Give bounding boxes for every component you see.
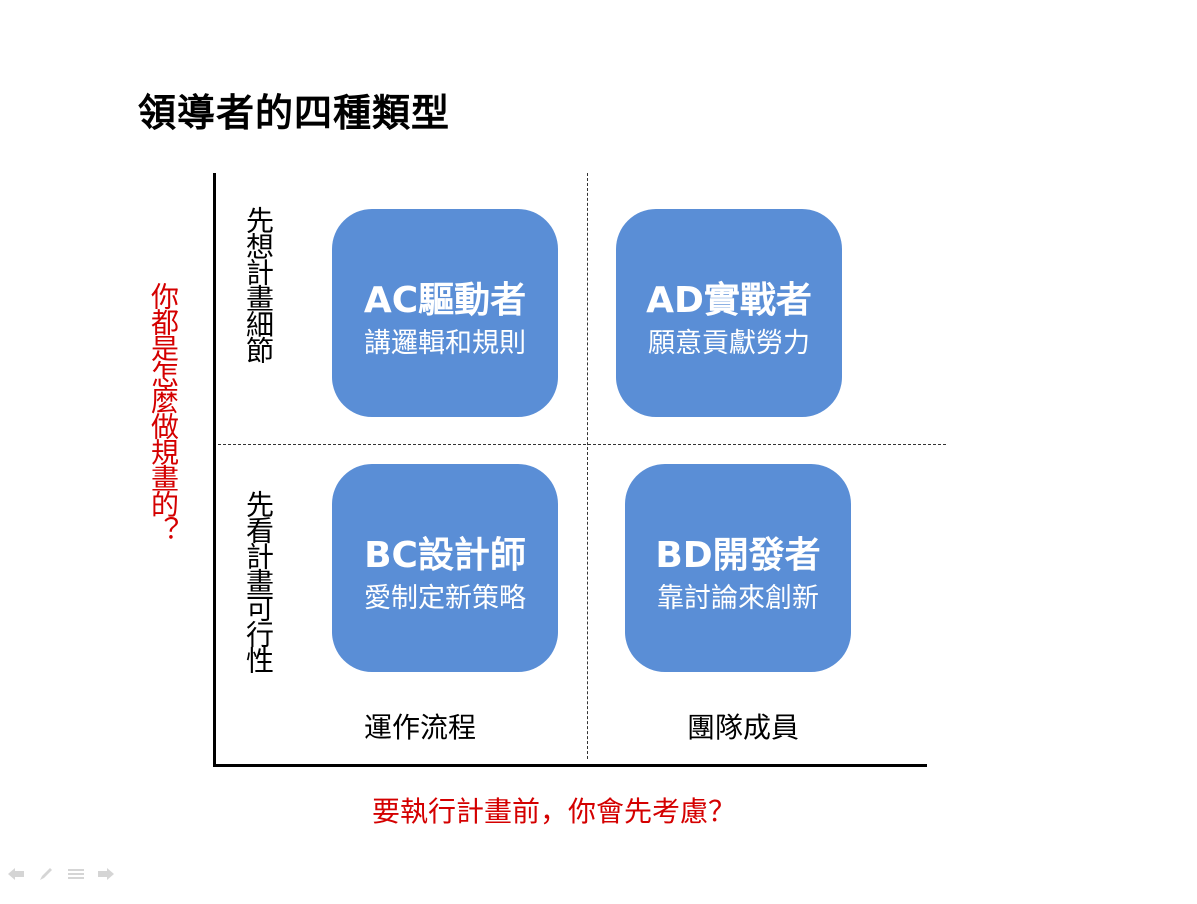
y-axis-question: 你都是怎麼做規畫的？ <box>147 282 180 542</box>
quadrant-ac: AC驅動者 講邏輯和規則 <box>332 209 558 417</box>
page-title: 領導者的四種類型 <box>138 91 451 135</box>
quadrant-bd: BD開發者 靠討論來創新 <box>625 464 851 672</box>
y-axis-line <box>213 173 216 767</box>
forward-arrow-icon[interactable] <box>96 866 116 882</box>
col-label-left: 運作流程 <box>364 711 477 744</box>
quadrant-ac-name: AC驅動者 <box>363 280 527 321</box>
quadrant-bc: BC設計師 愛制定新策略 <box>332 464 558 672</box>
quadrant-bc-desc: 愛制定新策略 <box>364 583 526 614</box>
x-axis-line <box>213 764 927 767</box>
quadrant-bd-desc: 靠討論來創新 <box>657 583 819 614</box>
menu-icon[interactable] <box>66 866 86 882</box>
quadrant-bd-name: BD開發者 <box>655 535 821 576</box>
quadrant-ad: AD實戰者 願意貢獻勞力 <box>616 209 842 417</box>
row-label-top: 先想計畫細節 <box>242 206 275 362</box>
vertical-divider <box>587 173 588 759</box>
horizontal-divider <box>218 444 946 445</box>
quadrant-ac-desc: 講邏輯和規則 <box>364 328 526 359</box>
quadrant-bc-name: BC設計師 <box>364 535 526 576</box>
back-arrow-icon[interactable] <box>6 866 26 882</box>
row-label-bottom: 先看計畫可行性 <box>242 490 275 672</box>
quadrant-ad-desc: 願意貢獻勞力 <box>648 328 810 359</box>
x-axis-question: 要執行計畫前，你會先考慮？ <box>372 795 737 828</box>
col-label-right: 團隊成員 <box>687 711 800 744</box>
slide-nav-bar <box>6 866 116 882</box>
pen-icon[interactable] <box>36 866 56 882</box>
quadrant-ad-name: AD實戰者 <box>646 280 812 321</box>
